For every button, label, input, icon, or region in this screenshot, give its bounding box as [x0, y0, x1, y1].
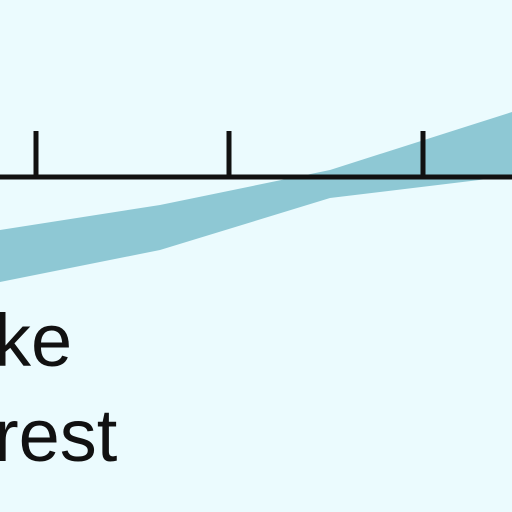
road-band — [0, 112, 512, 282]
map-place-label: rest — [0, 394, 118, 477]
map-place-label: ke — [0, 299, 73, 382]
